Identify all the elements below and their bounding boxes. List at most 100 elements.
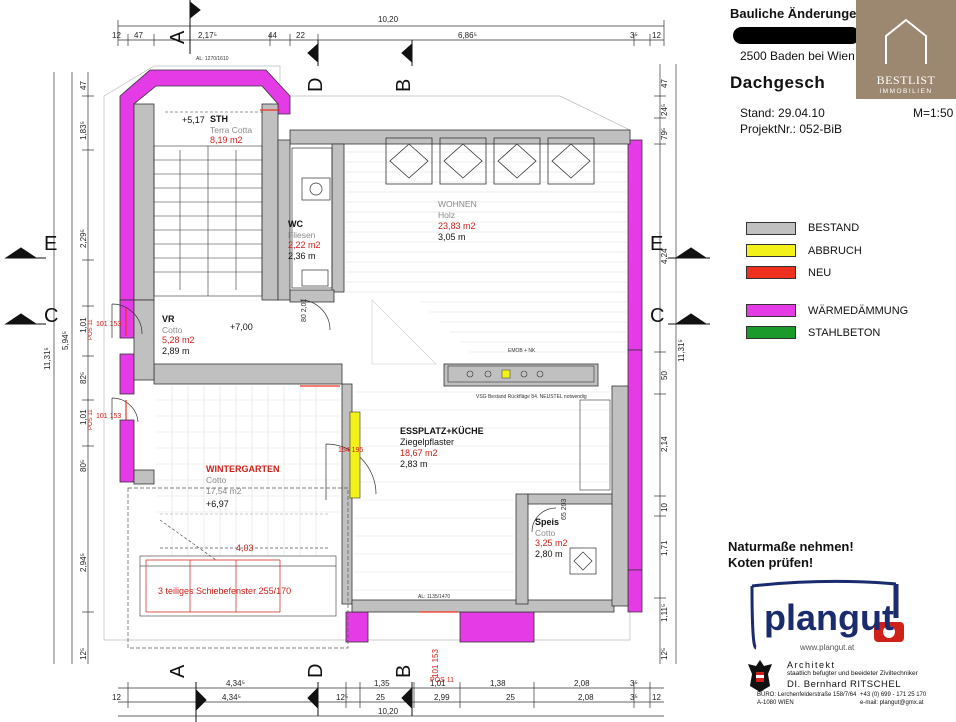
dim-top-8: 12 — [652, 31, 661, 40]
dim-left-7: 80⁵ — [79, 460, 88, 472]
plangut-logo: plangut www.plangut.at — [746, 578, 916, 653]
al-top: AL: 1270/1610 — [196, 56, 229, 62]
axis-c-left: C — [44, 305, 58, 327]
dim-top-3: 2,17⁵ — [198, 31, 217, 40]
axis-e-right: E — [650, 233, 663, 255]
wc-name: WC — [288, 219, 303, 229]
sth-level: +5,17 — [182, 115, 205, 125]
emob-label: EMOB + NK — [508, 348, 536, 354]
dim-right-10: 12⁵ — [660, 648, 669, 660]
legend-swatch-abbruch — [746, 244, 796, 257]
dim-bottom-r2-4: 25 — [376, 693, 385, 702]
wohnen-name: WOHNEN — [438, 199, 477, 209]
new-elements — [125, 109, 458, 613]
entry-pos: POS 11 — [430, 677, 454, 684]
architect-name: DI. Bernhard RITSCHEL — [787, 679, 901, 690]
dim-bottom-r2-5: 2,99 — [434, 693, 450, 702]
dim-top-1: 12 — [112, 31, 121, 40]
dim-top-2: 47 — [134, 31, 143, 40]
floor-plan: 10,20 12 47 2,17⁵ 44 22 6,86⁵ 3⁵ 12 11,3… — [4, 0, 710, 722]
legend-swatch-neu — [746, 266, 796, 279]
wall-note: VSG Bestand Rückfläge 84. NEUSTEL notwen… — [476, 394, 587, 400]
dim-left-6: 1,01 — [79, 409, 88, 425]
dim-left-4: 1,01 — [79, 317, 88, 333]
axis-c-right: C — [650, 305, 664, 327]
legend-swatch-waermedaemmung — [746, 304, 796, 317]
dim-right-1: 47 — [660, 79, 669, 88]
speis-door-size: 65 203 — [561, 498, 568, 520]
dim-top-total: 10,20 — [378, 15, 399, 24]
brand-subtitle: IMMOBILIEN — [879, 88, 933, 95]
dim-bottom-r2-9: 12 — [652, 693, 661, 702]
dim-right-5: 50 — [660, 371, 669, 380]
dim-right-3: 79⁵ — [660, 128, 669, 140]
brand-name: BESTLIST — [876, 73, 936, 87]
house-icon — [885, 18, 927, 64]
vr-area: 5,28 m2 — [162, 335, 195, 345]
brand-logo: BESTLIST IMMOBILIEN — [856, 0, 956, 99]
project-location: 2500 Baden bei Wien — [740, 49, 855, 63]
essplatz-floor: Ziegelpflaster — [400, 437, 454, 447]
speis-height: 2,80 m — [535, 549, 563, 559]
dim-right-2: 24⁵ — [660, 104, 669, 116]
dim-bottom-r2-8: 3⁵ — [630, 693, 638, 702]
dim-bottom-r1-6: 3⁵ — [630, 679, 638, 688]
axis-e-left: E — [44, 233, 57, 255]
essplatz-name: ESSPLATZ+KÜCHE — [400, 426, 484, 436]
dim-bottom-r1-1: 4,34⁵ — [226, 679, 245, 688]
wc-area: 2,22 m2 — [288, 240, 321, 250]
al-bottom: AL: 1135/1470 — [418, 594, 450, 600]
austria-eagle-icon — [746, 656, 774, 696]
wohnen-height: 3,05 m — [438, 232, 466, 242]
dim-right-8: 1,71 — [660, 540, 669, 556]
essplatz-floor-hatch — [354, 391, 610, 591]
wintergarten-floor-hatch — [156, 386, 340, 556]
dim-bottom-total: 10,20 — [378, 707, 399, 716]
project-number: ProjektNr.: 052-BiB — [740, 122, 843, 136]
plan-date: Stand: 29.04.10 — [740, 106, 825, 120]
project-title: Bauliche Änderunge — [730, 6, 857, 21]
wc-door-size: 80 2,01 — [301, 299, 308, 322]
wintergarten-floor: Cotto — [206, 475, 227, 485]
legend-label-waermedaemmung: WÄRMEDÄMMUNG — [808, 305, 909, 317]
dim-left-1: 47 — [79, 81, 88, 90]
dim-top-5: 22 — [296, 31, 305, 40]
dim-bottom-r2-2: 4,34⁵ — [222, 693, 241, 702]
redacted-block — [733, 27, 860, 44]
axis-d-top: D — [305, 78, 327, 92]
dim-right-outer: 11,31⁵ — [677, 339, 686, 362]
floor-level-title: Dachgesch — [730, 73, 826, 92]
architect-email: e-mail: plangut@gmx.at — [860, 700, 924, 706]
speis-skylight — [569, 547, 597, 575]
dim-bottom-r1-5: 2,08 — [574, 679, 590, 688]
wintergarten-name: WINTERGARTEN — [206, 464, 280, 474]
dim-top-4: 44 — [268, 31, 277, 40]
skylights — [385, 137, 595, 185]
wintergarten-window: 3 teiliges Schiebefenster 255/170 — [158, 586, 291, 596]
dim-right-7: 10 — [660, 503, 669, 512]
door-wg-pos: POS 11 — [88, 409, 94, 430]
speis-name: Speis — [535, 517, 559, 527]
right-dimensions — [654, 64, 677, 664]
bottom-dimensions — [118, 682, 664, 717]
wc-fixtures — [291, 147, 333, 289]
axis-b-bottom: B — [393, 665, 415, 678]
essplatz-area: 18,67 m2 — [400, 448, 438, 458]
axis-b-top: B — [393, 79, 415, 92]
architect-qualification: staatlich befugter und beeideter Zivilte… — [787, 670, 918, 677]
doors — [111, 299, 557, 533]
logo-url: www.plangut.at — [799, 643, 855, 652]
staircase — [153, 111, 265, 297]
dim-bottom-r2-7: 2,08 — [578, 693, 594, 702]
sth-name: STH — [210, 114, 228, 124]
section-markers — [4, 0, 710, 722]
speis-area: 3,25 m2 — [535, 538, 568, 548]
dim-bottom-r2-6: 25 — [506, 693, 515, 702]
dim-left-inner: 5,94⁵ — [61, 331, 70, 350]
dim-top-6: 6,86⁵ — [458, 31, 477, 40]
legend-label-bestand: BESTAND — [808, 222, 860, 234]
plan-scale: M=1:50 — [913, 106, 954, 120]
dim-top-7: 3⁵ — [630, 31, 638, 40]
essplatz-height: 2,83 m — [400, 459, 428, 469]
door-wg-size: 101 153 — [96, 413, 121, 420]
